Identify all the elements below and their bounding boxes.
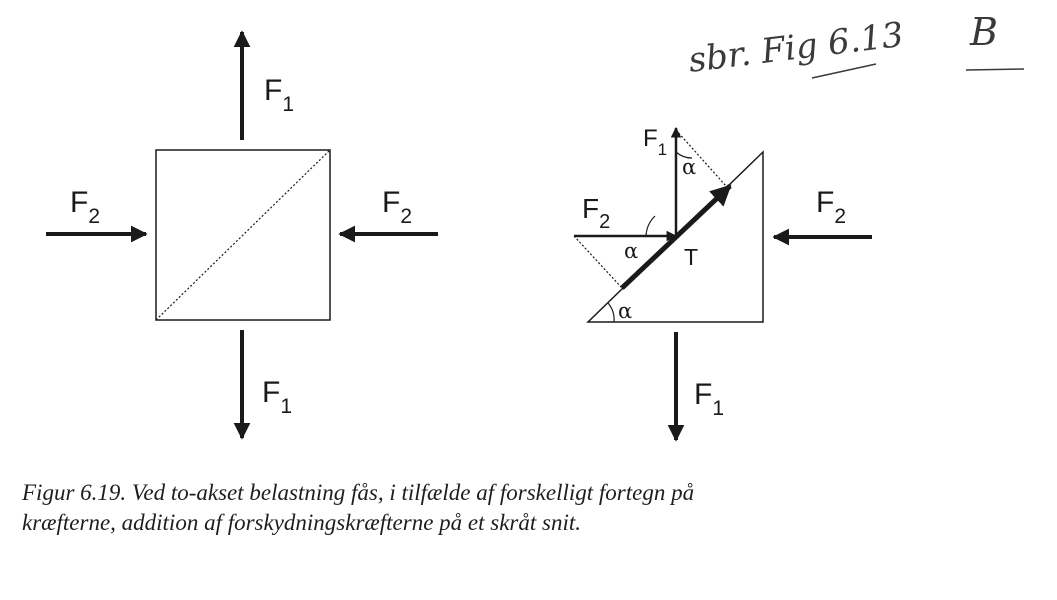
dashed-left-construction [573,235,623,289]
resultant-t-arrow [620,184,732,290]
dashed-top-construction-1 [675,129,727,187]
right-bottom-force-label: F1 [694,378,724,420]
left-left-force-label: F2 [70,186,100,228]
left-square [155,149,331,321]
caption-line-1: Figur 6.19. Ved to-akset belastning fås,… [22,480,695,505]
left-bottom-force-label: F1 [262,376,292,418]
handwritten-annotations: sbr. Fig 6.13 B [686,10,1025,81]
angle-arc-top [675,151,693,159]
angle-arc-base [607,302,615,323]
angle-top-label: α [682,155,696,179]
angle-arc-middle [645,215,656,237]
right-top-force-label: F1 [643,125,667,159]
right-left-force-label: F2 [582,193,610,233]
left-top-force-label: F1 [264,74,294,116]
angle-base-label: α [618,299,632,323]
handwritten-mark: B [969,10,998,54]
right-diagram: F1 F2 F2 F1 T α α α [573,125,872,442]
left-diagram: F1 F1 F2 F2 [46,30,438,440]
angle-middle-label: α [624,239,638,263]
resultant-label: T [684,244,698,270]
figure-caption: Figur 6.19. Ved to-akset belastning fås,… [22,478,1022,538]
left-right-force-label: F2 [382,186,412,228]
left-square-diagonal [155,149,331,321]
handwritten-mark-underline [965,68,1025,71]
handwritten-note: sbr. Fig 6.13 [686,15,905,81]
handwritten-note-underline [811,63,877,79]
caption-line-2: kræfterne, addition af forskydningskræft… [22,510,581,535]
right-right-force-label: F2 [816,186,846,228]
